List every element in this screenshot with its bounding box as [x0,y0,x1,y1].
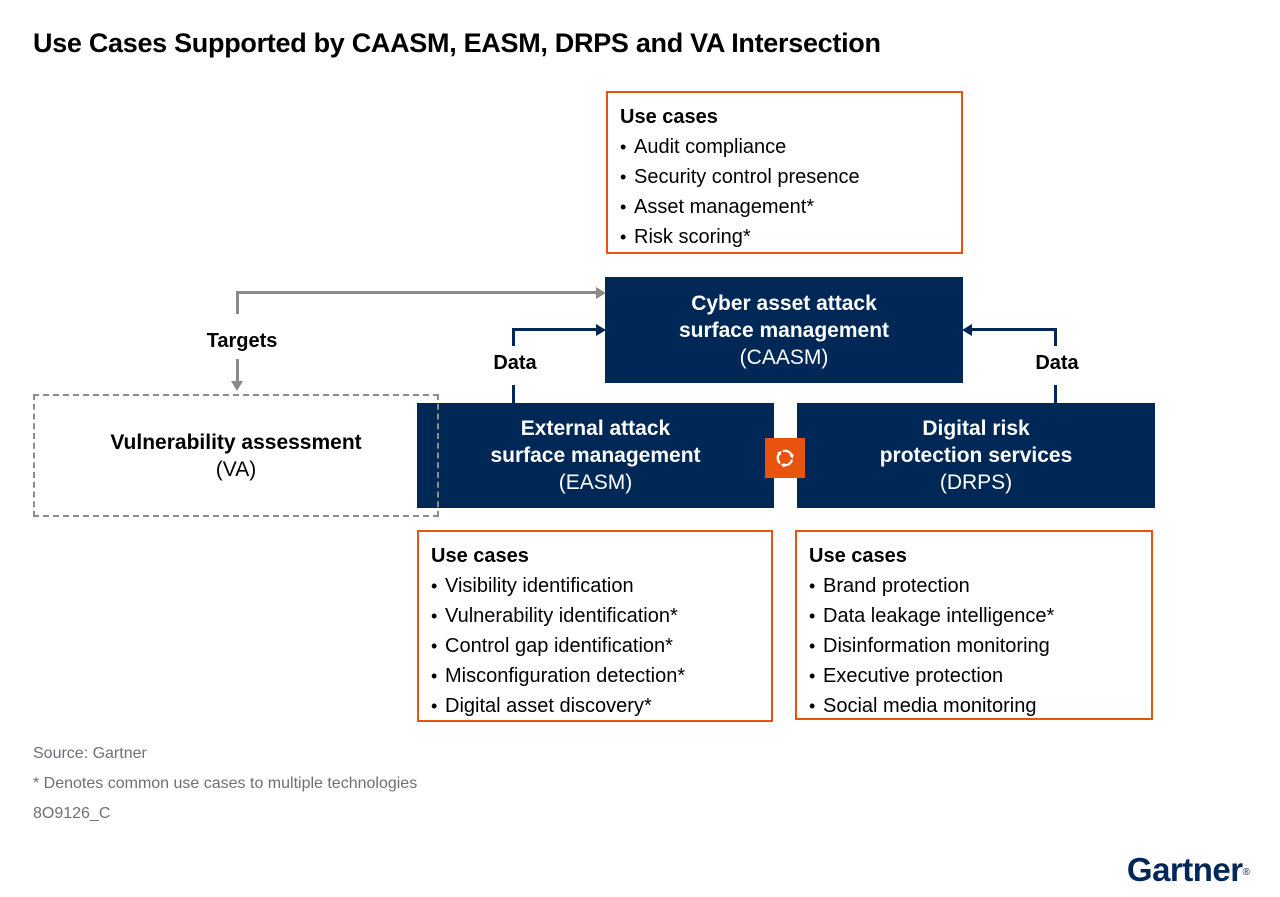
caasm-name-line1: Cyber asset attack [691,291,877,315]
figure-title: Use Cases Supported by CAASM, EASM, DRPS… [33,28,881,58]
data-right-arrowhead [962,324,972,336]
caasm-box: Cyber asset attack surface management (C… [605,277,963,383]
list-item: • Visibility identification [431,571,759,601]
use-case-label: Digital asset discovery* [445,695,652,717]
drps-acronym: (DRPS) [939,471,1013,494]
bullet-glyph: • [431,666,438,686]
list-item: • Digital asset discovery* [431,691,759,721]
drps-name-line2: protection services [879,444,1073,467]
use-case-label: Control gap identification* [445,635,673,657]
drps-name-line1: Digital risk [922,417,1030,440]
data-left-vertical-bottom [512,385,515,403]
data-right-vertical-top [1054,328,1057,346]
bullet-glyph: • [809,636,816,656]
caasm-name-line2: surface management [678,318,890,342]
data-right-horizontal [971,328,1057,331]
bullet-glyph: • [809,576,816,596]
list-item: • Disinformation monitoring [809,631,1139,661]
use-case-label: Data leakage intelligence* [823,605,1055,627]
data-left-vertical-top [512,328,515,346]
data-left-label: Data [493,352,537,374]
easm-acronym: (EASM) [558,471,633,494]
bullet-glyph: • [809,666,816,686]
targets-arrowhead-right [596,287,606,299]
bullet-glyph: • [620,167,627,187]
easm-drps-exchange-chip [765,438,805,478]
list-item: • Executive protection [809,661,1139,691]
drps-use-cases-box: Use cases • Brand protection • Data leak… [795,530,1153,720]
data-right-vertical-bottom [1054,385,1057,403]
list-item: • Misconfiguration detection* [431,661,759,691]
targets-arrow-horizontal [236,291,598,294]
use-case-label: Social media monitoring [823,695,1037,717]
data-left-arrowhead [596,324,606,336]
caasm-acronym: (CAASM) [739,345,829,369]
drps-box: Digital risk protection services (DRPS) [797,403,1155,508]
list-item: • Vulnerability identification* [431,601,759,631]
caasm-use-cases-box: Use cases • Audit compliance • Security … [606,91,963,254]
bullet-glyph: • [431,576,438,596]
list-item: • Security control presence [620,162,949,192]
va-box: Vulnerability assessment (VA) [33,394,439,517]
list-item: • Control gap identification* [431,631,759,661]
bullet-glyph: • [620,197,627,217]
gartner-logo: Gartner® [1127,851,1250,889]
targets-arrowhead-down [231,381,243,391]
bullet-glyph: • [620,227,627,247]
bullet-glyph: • [431,696,438,716]
use-case-label: Security control presence [634,166,860,188]
easm-use-cases-box: Use cases • Visibility identification • … [417,530,773,722]
use-case-label: Audit compliance [634,136,787,158]
use-case-label: Disinformation monitoring [823,635,1050,657]
list-item: • Social media monitoring [809,691,1139,721]
bullet-glyph: • [431,606,438,626]
easm-box: External attack surface management (EASM… [417,403,774,508]
bullet-glyph: • [809,696,816,716]
list-item: • Brand protection [809,571,1139,601]
use-cases-header: Use cases [809,545,907,567]
list-item: • Asset management* [620,192,949,222]
data-left-horizontal [512,328,598,331]
use-case-label: Asset management* [634,196,815,218]
list-item: • Data leakage intelligence* [809,601,1139,631]
use-cases-header: Use cases [620,106,718,128]
targets-arrow-vertical-top [236,291,239,314]
bullet-glyph: • [620,137,627,157]
source-note: Source: Gartner [33,745,147,762]
targets-arrow-vertical-bottom [236,359,239,382]
use-cases-header: Use cases [431,545,529,567]
list-item: • Risk scoring* [620,222,949,252]
list-item: • Audit compliance [620,132,949,162]
gartner-logo-text: Gartner [1126,851,1243,888]
circular-arrows-icon [768,441,802,475]
use-case-label: Risk scoring* [634,226,751,248]
document-id: 8O9126_C [33,805,111,822]
data-right-label: Data [1035,352,1079,374]
use-case-label: Executive protection [823,665,1004,687]
va-name: Vulnerability assessment [110,430,362,454]
use-case-label: Vulnerability identification* [445,605,678,627]
easm-name-line1: External attack [520,417,671,440]
asterisk-note: * Denotes common use cases to multiple t… [33,775,418,792]
targets-label: Targets [206,330,278,352]
registered-mark: ® [1242,867,1250,878]
use-case-label: Brand protection [823,575,970,597]
use-case-label: Misconfiguration detection* [445,665,686,687]
bullet-glyph: • [809,606,816,626]
va-acronym: (VA) [215,457,257,481]
bullet-glyph: • [431,636,438,656]
use-case-label: Visibility identification [445,575,634,597]
easm-name-line2: surface management [490,444,701,467]
